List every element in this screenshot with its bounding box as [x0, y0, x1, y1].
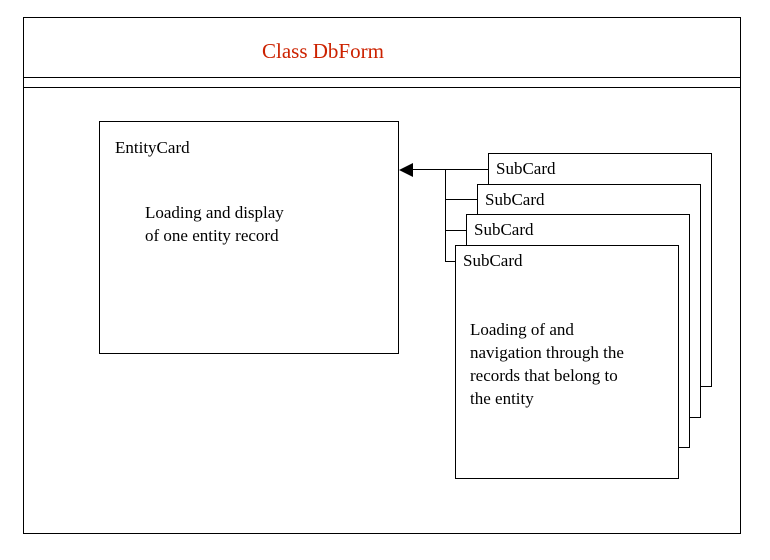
title-separator-top — [23, 77, 741, 78]
sub-card-label-2: SubCard — [485, 190, 545, 209]
sub-card-description-line2: navigation through the — [470, 343, 624, 362]
entity-card-description-line1: Loading and display — [145, 203, 284, 222]
entity-card-description-line2: of one entity record — [145, 226, 279, 245]
connector-vertical-line — [445, 169, 446, 261]
connector-branch-3 — [445, 230, 467, 231]
sub-card-description-line1: Loading of and — [470, 320, 574, 339]
arrowhead-icon — [399, 163, 413, 177]
sub-card-description-line3: records that belong to — [470, 366, 618, 385]
sub-card-label-1: SubCard — [496, 159, 556, 178]
connector-branch-2 — [445, 199, 478, 200]
entity-card-box — [99, 121, 399, 354]
connector-branch-4 — [445, 261, 456, 262]
sub-card-label-4: SubCard — [463, 251, 523, 270]
connector-main-line — [412, 169, 489, 170]
sub-card-box-4 — [455, 245, 679, 479]
sub-card-label-3: SubCard — [474, 220, 534, 239]
diagram-title: Class DbForm — [262, 39, 384, 63]
title-separator-bottom — [23, 87, 741, 88]
sub-card-description-line4: the entity — [470, 389, 534, 408]
entity-card-label: EntityCard — [115, 138, 190, 157]
